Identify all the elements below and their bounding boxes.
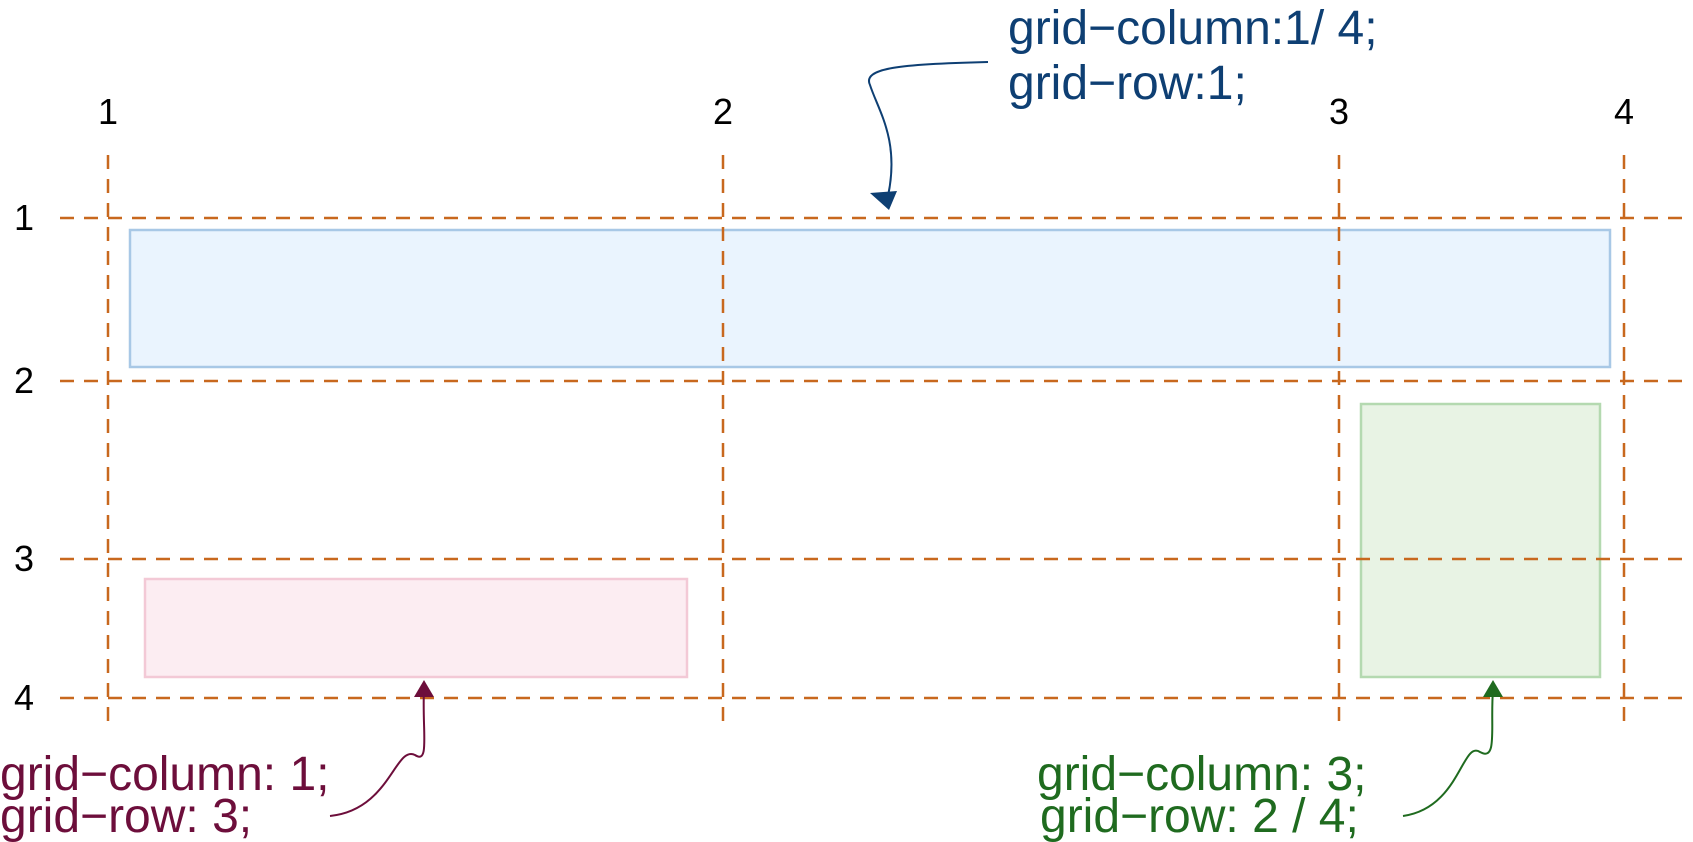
column-line-label: 4: [1614, 91, 1634, 132]
blue-callout-arrow: [867, 61, 989, 197]
row-line-label: 1: [14, 197, 34, 238]
blue-annotation-line2: grid−row:1;: [1008, 57, 1247, 110]
row-line-label: 4: [14, 677, 34, 718]
blue-arrowhead-icon: [870, 191, 897, 210]
red-annotation-line1: grid−column: 1;: [0, 748, 330, 801]
column-line-label: 1: [98, 91, 118, 132]
red-callout-arrow: [329, 689, 426, 817]
green-callout-arrow: [1402, 689, 1494, 817]
red-arrowhead-icon: [414, 680, 434, 697]
row-line-label: 3: [14, 538, 34, 579]
column-line-label: 3: [1329, 91, 1349, 132]
blue-grid-item: [128, 228, 1612, 369]
green-grid-item: [1359, 402, 1602, 679]
blue-annotation-line1: grid−column:1/ 4;: [1008, 2, 1378, 55]
row-line-label: 2: [14, 360, 34, 401]
column-line-label: 2: [713, 91, 733, 132]
red-annotation-line2: grid−row: 3;: [0, 790, 252, 842]
green-annotation-line2: grid−row: 2 / 4;: [1040, 790, 1359, 842]
green-arrowhead-icon: [1483, 680, 1503, 697]
green-annotation-line1: grid−column: 3;: [1037, 748, 1367, 801]
red-grid-item: [143, 577, 689, 679]
